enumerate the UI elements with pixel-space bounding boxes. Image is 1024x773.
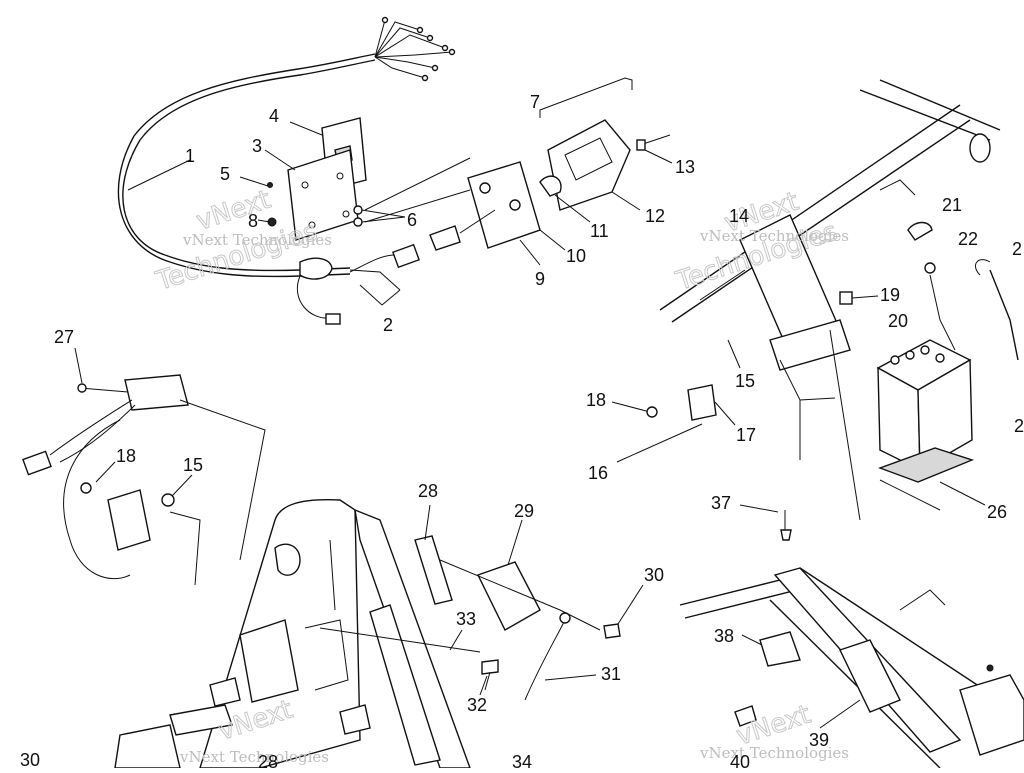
callout-19: 19 (880, 285, 900, 305)
callout-3: 3 (252, 136, 262, 156)
watermark-text: vNext Technologies (699, 227, 849, 245)
callout-1: 1 (185, 146, 195, 166)
leader-lines (74, 121, 986, 729)
callout-15: 15 (735, 371, 755, 391)
wire-harness (117, 16, 456, 325)
watermark-text: vNext Technologies (699, 744, 849, 762)
callout-7: 7 (530, 92, 540, 112)
callout-labels: 1 2 3 4 5 6 7 8 9 10 11 12 13 14 15 15 1… (20, 92, 1024, 772)
watermark-text: vNext Technologies (182, 231, 332, 249)
callout-22: 22 (958, 229, 978, 249)
tail-light-assembly (429, 77, 671, 251)
callout-4: 4 (269, 106, 279, 126)
callout-2: 2 (383, 315, 393, 335)
cdi-module-assembly (22, 374, 266, 586)
callout-39: 39 (809, 730, 829, 750)
callout-15: 15 (183, 455, 203, 475)
callout-12: 12 (645, 206, 665, 226)
battery-assembly (876, 221, 1019, 511)
callout-28-lower: 28 (258, 752, 278, 768)
callout-8: 8 (248, 211, 258, 231)
license-bracket-assembly (267, 117, 471, 241)
callout-6: 6 (407, 210, 417, 230)
callout-24-cropped: 2 (1014, 416, 1024, 436)
callout-29: 29 (514, 501, 534, 521)
front-frame-plate (114, 498, 621, 769)
rear-frame-lower (679, 510, 1024, 769)
callout-30-lower: 30 (20, 750, 40, 768)
callout-13: 13 (675, 157, 695, 177)
callout-33: 33 (456, 609, 476, 629)
callout-32: 32 (467, 695, 487, 715)
callout-38: 38 (714, 626, 734, 646)
callout-34: 34 (512, 752, 532, 768)
callout-23-cropped: 2 (1012, 239, 1022, 259)
callout-37: 37 (711, 493, 731, 513)
callout-9: 9 (535, 269, 545, 289)
callout-5: 5 (220, 164, 230, 184)
callout-17: 17 (736, 425, 756, 445)
callout-28: 28 (418, 481, 438, 501)
callout-11: 11 (590, 221, 609, 241)
callout-18: 18 (586, 390, 606, 410)
callout-40: 40 (730, 752, 750, 768)
callout-27: 27 (54, 327, 74, 347)
callout-26: 26 (987, 502, 1007, 522)
callout-16: 16 (588, 463, 608, 483)
callout-10: 10 (566, 246, 586, 266)
watermark-text: vNext Technologies (179, 748, 329, 766)
watermark-vnext: vNext (193, 185, 275, 237)
callout-21: 21 (942, 195, 962, 215)
callout-31: 31 (601, 664, 621, 684)
watermark-technologies: Technologies (152, 217, 321, 297)
callout-14: 14 (729, 206, 749, 226)
callout-18: 18 (116, 446, 136, 466)
rear-frame-upper (659, 79, 1001, 521)
callout-30: 30 (644, 565, 664, 585)
callout-20: 20 (888, 311, 908, 331)
